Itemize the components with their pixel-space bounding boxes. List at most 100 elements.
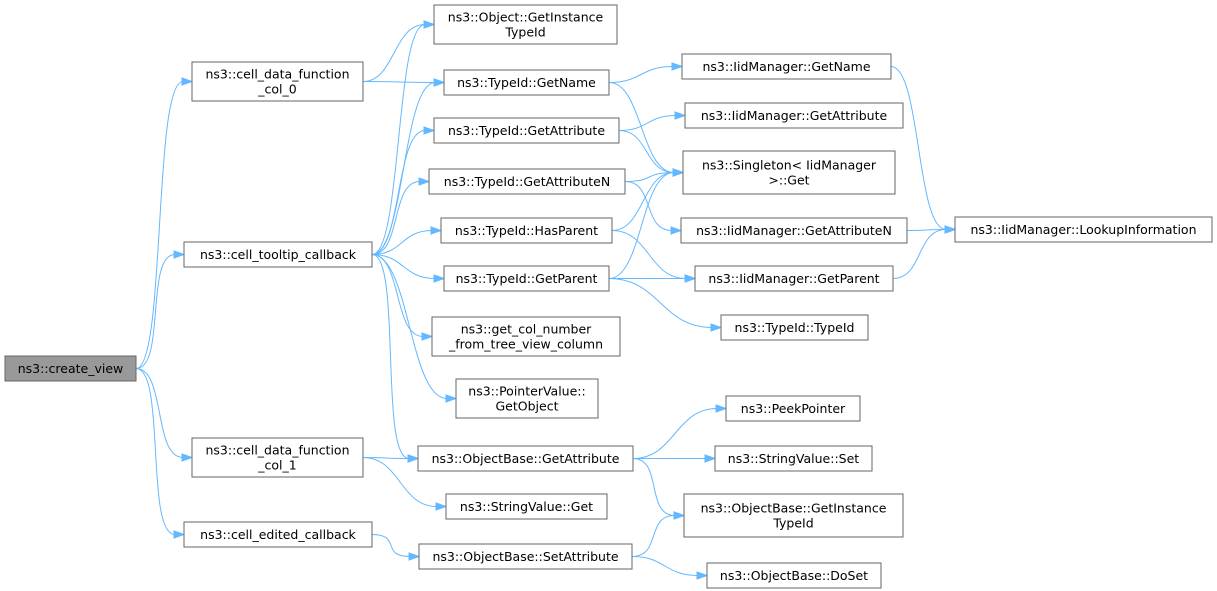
node-peek[interactable]: ns3::PeekPointer [725,395,861,422]
node-box[interactable] [682,150,896,195]
edge-tid_getparent-to-singleton [608,172,675,279]
arrowhead-cdf1-to-sv_get [435,502,448,511]
node-iid_getname[interactable]: ns3::IidManager::GetName [681,53,892,80]
edge-tooltip-to-tid_getparent [371,254,436,279]
arrowhead-tid_getparent-to-singleton [672,168,685,177]
edge-create_view-to-tooltip [135,254,176,369]
node-tooltip[interactable]: ns3::cell_tooltip_callback [183,241,373,268]
node-box[interactable] [714,445,873,472]
node-box[interactable] [191,437,364,478]
node-box[interactable] [706,562,882,589]
node-label: ns3::TypeId::GetName [457,75,596,90]
arrowhead-ob_getattr-to-peek [715,404,728,413]
node-sv_get[interactable]: ns3::StringValue::Get [445,493,608,520]
node-box[interactable] [428,168,626,195]
node-label: ns3::PeekPointer [741,401,846,416]
edge-tid_getname-to-iid_getname [608,66,674,83]
edge-ob_setattr-to-ob_doset [631,556,699,576]
node-tid_getparent[interactable]: ns3::TypeId::GetParent [443,265,610,292]
node-label: ns3::TypeId::GetAttributeN [444,174,610,189]
node-label: ns3::TypeId::TypeId [735,320,855,335]
node-label: _from_tree_view_column [448,337,603,352]
node-create_view[interactable]: ns3::create_view [4,355,137,382]
arrowhead-ob_setattr-to-ob_getinst [673,511,686,520]
node-cdf0[interactable]: ns3::cell_data_function_col_0 [191,61,364,102]
node-box[interactable] [433,4,618,45]
edge-iid_getname-to-iid_lookup [890,66,947,230]
node-label: ns3::IidManager::GetAttributeN [696,223,892,238]
node-label: ns3::IidManager::GetParent [708,271,879,286]
node-label: ns3::ObjectBase::GetAttribute [432,451,620,466]
nodes-layer: ns3::create_viewns3::cell_data_function_… [4,4,1213,589]
node-box[interactable] [443,265,610,292]
node-box[interactable] [443,69,610,96]
node-label: ns3::IidManager::LookupInformation [970,222,1196,237]
edge-ob_getattr-to-peek [632,408,718,459]
edge-tid_getname-to-singleton [608,82,675,173]
node-getcolnum[interactable]: ns3::get_col_number_from_tree_view_colum… [431,316,621,357]
node-label: ns3::StringValue::Set [728,451,859,466]
arrowhead-create_view-to-edited [173,530,186,539]
node-box[interactable] [431,316,621,357]
arrowhead-edited-to-ob_setattr [408,552,421,561]
node-ptr_getobj[interactable]: ns3::PointerValue::GetObject [455,378,599,419]
node-cdf1[interactable]: ns3::cell_data_function_col_1 [191,437,364,478]
node-label: ns3::Singleton< IidManager [702,158,877,173]
node-box[interactable] [681,53,892,80]
node-box[interactable] [433,117,620,144]
edge-tooltip-to-ob_getattr [371,254,410,459]
arrowhead-tooltip-to-tid_getparent [433,274,446,283]
node-box[interactable] [445,493,608,520]
node-box[interactable] [455,378,599,419]
node-box[interactable] [183,241,373,268]
node-iid_getattr[interactable]: ns3::IidManager::GetAttribute [684,102,904,129]
edge-tid_getattr-to-singleton [618,130,675,173]
edge-ob_setattr-to-ob_getinst [631,515,676,557]
node-box[interactable] [440,217,613,244]
node-box[interactable] [183,521,373,548]
node-box[interactable] [4,355,137,382]
node-box[interactable] [720,314,869,341]
node-iid_lookup[interactable]: ns3::IidManager::LookupInformation [954,216,1213,243]
node-box[interactable] [694,265,894,292]
node-tid_getattrn[interactable]: ns3::TypeId::GetAttributeN [428,168,626,195]
node-label: ns3::TypeId::GetParent [456,271,598,286]
arrowhead-tooltip-to-tid_getattr [423,126,436,135]
node-box[interactable] [954,216,1213,243]
node-box[interactable] [684,102,904,129]
node-box[interactable] [417,445,634,472]
node-box[interactable] [683,493,904,538]
edge-cdf0-to-obj_getinst [362,24,426,82]
node-label: ns3::ObjectBase::DoSet [720,568,868,583]
arrowhead-tid_getattr-to-iid_getattr [674,111,687,120]
node-box[interactable] [680,217,908,244]
node-ob_setattr[interactable]: ns3::ObjectBase::SetAttribute [418,543,633,570]
arrowhead-tooltip-to-obj_getinst [423,20,436,29]
node-iid_getattrn[interactable]: ns3::IidManager::GetAttributeN [680,217,908,244]
node-tid_getattr[interactable]: ns3::TypeId::GetAttribute [433,117,620,144]
node-ob_doset[interactable]: ns3::ObjectBase::DoSet [706,562,882,589]
node-ob_getattr[interactable]: ns3::ObjectBase::GetAttribute [417,445,634,472]
arrowhead-tid_getparent-to-iid_getparent [684,274,697,283]
node-iid_getparent[interactable]: ns3::IidManager::GetParent [694,265,894,292]
node-box[interactable] [418,543,633,570]
node-tid_hasparent[interactable]: ns3::TypeId::HasParent [440,217,613,244]
node-box[interactable] [191,61,364,102]
node-tid_getname[interactable]: ns3::TypeId::GetName [443,69,610,96]
edge-cdf0-to-tid_getname [362,81,436,83]
arrowhead-cdf1-to-ob_getattr [407,454,420,463]
node-sv_set[interactable]: ns3::StringValue::Set [714,445,873,472]
edge-tooltip-to-getcolnum [371,254,424,337]
edge-tid_getattr-to-iid_getattr [618,115,677,131]
arrowhead-iid_getparent-to-iid_lookup [944,225,957,234]
node-box[interactable] [725,395,861,422]
node-label: ns3::PointerValue:: [468,384,585,399]
edge-iid_getattrn-to-iid_lookup [906,229,947,231]
edge-iid_getparent-to-iid_lookup [892,229,947,279]
node-tid_typeid[interactable]: ns3::TypeId::TypeId [720,314,869,341]
node-edited[interactable]: ns3::cell_edited_callback [183,521,373,548]
arrowhead-tid_getattrn-to-iid_getattrn [670,226,683,235]
node-singleton[interactable]: ns3::Singleton< IidManager>::Get [682,150,896,195]
